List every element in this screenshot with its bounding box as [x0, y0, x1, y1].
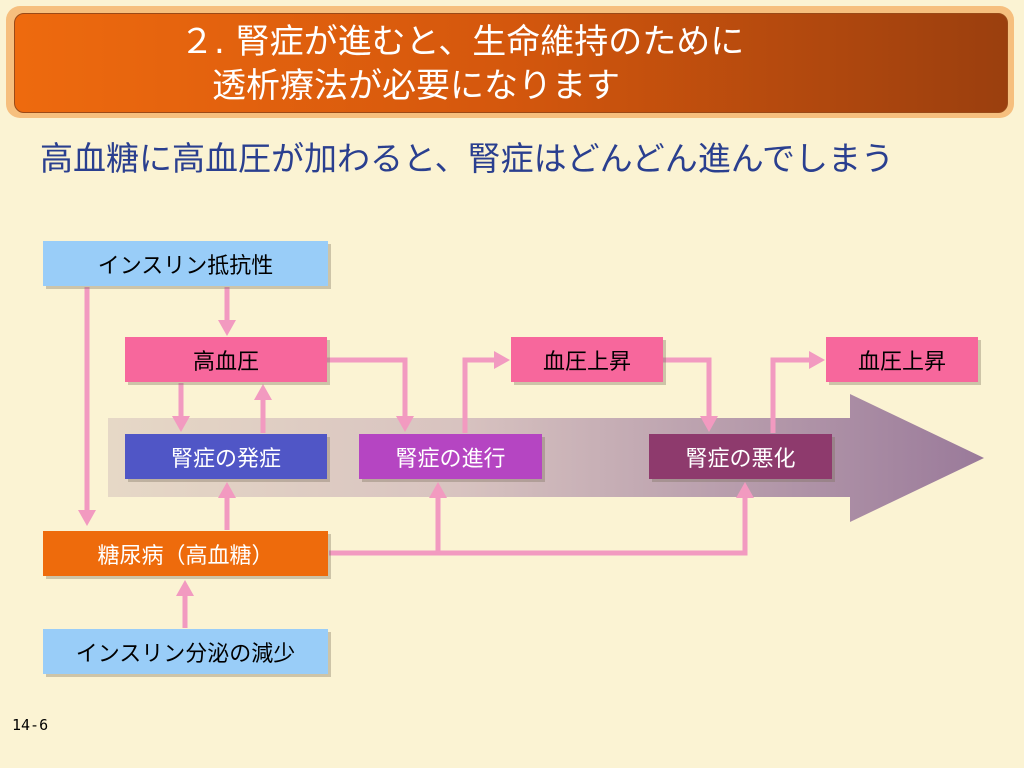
page-number: 14-6 — [12, 716, 49, 734]
title-banner — [14, 13, 1008, 113]
node-bp-rise-2: 血圧上昇 — [826, 337, 978, 382]
node-nephropathy-onset: 腎症の発症 — [125, 434, 327, 479]
node-nephropathy-progress: 腎症の進行 — [359, 434, 542, 479]
arrow-progress-to-bprise1 — [462, 357, 496, 433]
arrowhead-down — [700, 416, 718, 432]
arrowhead-down — [218, 320, 236, 336]
arrowhead-down — [78, 510, 96, 526]
node-nephropathy-worsen: 腎症の悪化 — [649, 434, 832, 479]
arrow-worsen-to-bprise2 — [770, 357, 811, 433]
arrowheads — [78, 320, 825, 596]
arrowhead-down — [172, 416, 190, 432]
arrow-bprise1-to-worsen — [663, 357, 712, 418]
arrowhead-up — [218, 482, 236, 498]
progression-arrow — [108, 394, 984, 522]
connector-lines — [84, 287, 811, 628]
arrowhead-right — [494, 351, 510, 369]
arrowhead-down — [396, 416, 414, 432]
arrowhead-up — [254, 384, 272, 400]
node-diabetes: 糖尿病（高血糖） — [43, 531, 328, 576]
node-bp-rise-1: 血圧上昇 — [511, 337, 663, 382]
arrowhead-right — [809, 351, 825, 369]
node-insulin-resistance: インスリン抵抗性 — [43, 241, 328, 286]
node-insulin-decrease: インスリン分泌の減少 — [43, 629, 328, 674]
title-line-2: 透析療法が必要になります — [212, 66, 620, 106]
arrow-diabetes-to-worsen — [329, 496, 748, 556]
arrow-hypertension-to-progress — [327, 357, 408, 418]
arrowhead-up — [736, 482, 754, 498]
node-hypertension: 高血圧 — [125, 337, 327, 382]
arrowhead-up — [429, 482, 447, 498]
title-line-1: ２. 腎症が進むと、生命維持のために — [180, 22, 745, 62]
subtitle: 高血糖に高血圧が加わると、腎症はどんどん進んでしまう — [40, 139, 895, 178]
arrowhead-up — [176, 580, 194, 596]
